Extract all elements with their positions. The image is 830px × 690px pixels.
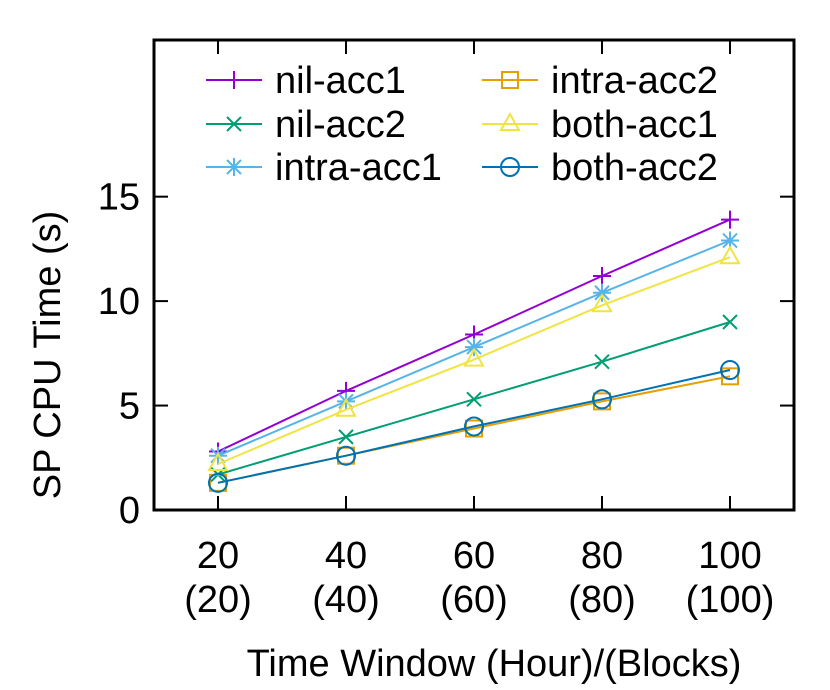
data-point bbox=[719, 245, 741, 265]
legend-label: intra-acc1 bbox=[275, 147, 442, 189]
data-point bbox=[721, 367, 739, 386]
x-tick-label-blocks: (60) bbox=[440, 579, 508, 621]
data-point bbox=[593, 267, 611, 286]
y-tick-label: 0 bbox=[119, 490, 140, 532]
data-point bbox=[335, 397, 357, 417]
data-point bbox=[721, 210, 739, 229]
x-tick-label-blocks: (20) bbox=[184, 579, 252, 621]
data-point bbox=[722, 314, 738, 330]
data-point bbox=[591, 293, 613, 313]
legend-marker bbox=[500, 157, 520, 177]
x-tick-label: 40 bbox=[325, 535, 367, 577]
x-tick-label-blocks: (40) bbox=[312, 579, 380, 621]
x-tick-label: 60 bbox=[453, 535, 495, 577]
data-point bbox=[207, 452, 229, 472]
x-tick-label: 100 bbox=[698, 535, 761, 577]
data-point bbox=[594, 353, 610, 370]
legend-item-intra-acc2: intra-acc2 bbox=[482, 60, 718, 102]
legend-item-nil-acc2: nil-acc2 bbox=[206, 104, 406, 146]
data-point bbox=[592, 389, 612, 410]
series-nil-acc1 bbox=[209, 210, 739, 461]
legend-label: both-acc1 bbox=[551, 104, 718, 146]
y-tick-label: 15 bbox=[98, 177, 140, 219]
x-tick-label-blocks: (100) bbox=[686, 579, 775, 621]
series-line-both-acc1 bbox=[217, 256, 731, 465]
legend-item-intra-acc1: intra-acc1 bbox=[206, 147, 442, 189]
series-line-both-acc2 bbox=[217, 369, 731, 484]
x-tick-label-blocks: (80) bbox=[568, 579, 636, 621]
data-point bbox=[465, 338, 483, 357]
legend-label: both-acc2 bbox=[551, 147, 718, 189]
y-tick-label: 10 bbox=[98, 281, 140, 323]
data-point bbox=[593, 283, 611, 302]
data-point bbox=[208, 472, 228, 493]
legend-marker bbox=[226, 116, 242, 132]
legend-item-both-acc2: both-acc2 bbox=[482, 147, 718, 189]
x-tick-label: 80 bbox=[581, 535, 623, 577]
legend-label: nil-acc1 bbox=[275, 60, 406, 102]
legend-item-nil-acc1: nil-acc1 bbox=[206, 60, 406, 102]
legend-label: intra-acc2 bbox=[551, 60, 718, 102]
x-axis-title: Time Window (Hour)/(Blocks) bbox=[247, 643, 742, 685]
series-nil-acc2 bbox=[210, 314, 738, 483]
legend-marker bbox=[499, 111, 521, 131]
data-point bbox=[338, 429, 354, 445]
legend-label: nil-acc2 bbox=[275, 104, 406, 146]
series-both-acc2 bbox=[208, 360, 740, 493]
legend: nil-acc1nil-acc2intra-acc1intra-acc2both… bbox=[206, 60, 718, 189]
y-tick-label: 5 bbox=[119, 386, 140, 428]
data-point bbox=[463, 347, 485, 367]
plot-layer bbox=[207, 210, 741, 493]
legend-marker bbox=[225, 158, 243, 176]
y-axis-title: SP CPU Time (s) bbox=[27, 211, 69, 500]
series-both-acc1 bbox=[207, 245, 741, 472]
data-point bbox=[721, 231, 739, 250]
data-point bbox=[336, 445, 356, 466]
x-tick-label: 20 bbox=[197, 535, 239, 577]
axes: 0 5 10 15 20(20) 40(40) 60(60) 80(80) 100(100) bbox=[98, 38, 796, 621]
legend-item-both-acc1: both-acc1 bbox=[482, 104, 718, 146]
legend-marker bbox=[225, 71, 243, 89]
data-point bbox=[209, 473, 227, 492]
data-point bbox=[720, 360, 740, 381]
data-point bbox=[466, 391, 482, 407]
data-point bbox=[464, 416, 484, 437]
legend-marker bbox=[501, 71, 519, 89]
